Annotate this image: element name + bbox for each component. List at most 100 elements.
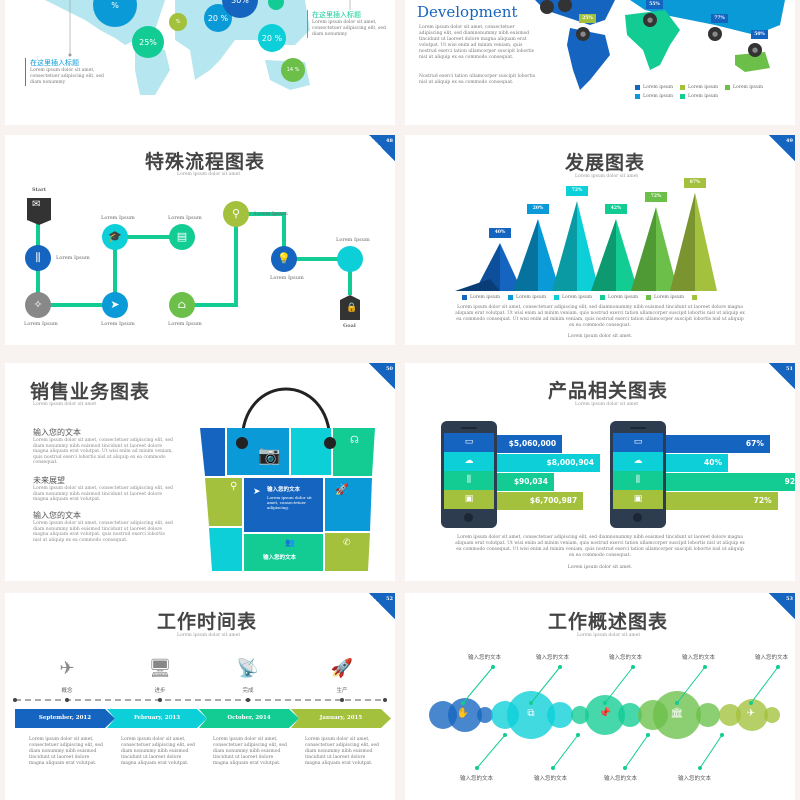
- slide-development-map[interactable]: Development Lorem ipsum dolor sit amet, …: [405, 0, 795, 125]
- cloud-icon: [540, 0, 554, 14]
- shopping-bag-puzzle: 📷: [200, 387, 375, 571]
- connector-dot: [551, 766, 555, 770]
- legend-swatch: [680, 85, 685, 90]
- flow-node[interactable]: ➤: [102, 292, 128, 318]
- legend-label: Lorem ipsum: [733, 85, 764, 90]
- legend-label: Lorem ipsum: [688, 85, 719, 90]
- bag-center-body: Lorem ipsum dolor sit amet, consectetuer…: [267, 495, 312, 510]
- pyramid-left-face: [670, 192, 695, 291]
- connector-dot: [675, 701, 679, 705]
- overview-bubble: [736, 699, 768, 731]
- legend-swatch: [692, 295, 697, 300]
- text-block-heading: 输入您的文本: [33, 428, 81, 437]
- legend-item: Lorem ipsum: [554, 295, 592, 300]
- phone-mockup: ▭☁⫼▣: [441, 421, 497, 528]
- text-block-body: Lorem ipsum dolor sit amet, consectetuer…: [33, 521, 173, 543]
- slide-work-overview[interactable]: 53 工作概述图表 Lorem ipsum dolor sit amet ✋⧉📌…: [405, 593, 795, 800]
- overview-bubble: [507, 691, 555, 739]
- stage-label: 生产: [336, 688, 348, 694]
- percentage-tag: 50%: [751, 30, 768, 39]
- broom-icon: ✧: [33, 298, 43, 311]
- stage-label: 进步: [154, 688, 166, 694]
- legend-swatch: [646, 295, 651, 300]
- lightbulb-icon: 💡: [277, 252, 291, 265]
- connector-dot: [776, 665, 780, 669]
- phone-screen: ▭☁⫼▣: [613, 433, 663, 509]
- date-arrow[interactable]: February, 2013: [107, 709, 207, 728]
- flow-node[interactable]: ▤: [169, 224, 195, 250]
- envelope-icon: ✉: [32, 199, 41, 210]
- bottom-label: 输入您的文本: [460, 776, 494, 782]
- monitor-icon: ▭: [613, 433, 663, 452]
- phone-icon: ✆: [343, 538, 351, 548]
- slide-title: 工作时间表: [157, 611, 258, 633]
- timeline-dot: [246, 698, 250, 702]
- graduation-cap-icon: 🎓: [108, 230, 122, 243]
- legend-label: Lorem ipsum: [516, 295, 547, 300]
- callout-left: 在这里插入标题 Lorem ipsum dolor sit amet, cons…: [25, 58, 105, 86]
- connector-dot: [603, 701, 607, 705]
- slide-development-chart[interactable]: 49 发展图表 Lorem ipsum dolor sit amet 40%20…: [405, 135, 795, 345]
- page-number-tab: 51: [769, 363, 795, 389]
- page-number: 52: [386, 596, 393, 602]
- monitor-icon: ▭: [444, 433, 494, 452]
- overview-bubble: [618, 703, 642, 727]
- flow-node[interactable]: ⚲: [223, 201, 249, 227]
- slide-sales-chart[interactable]: 50 销售业务图表 Lorem ipsum dolor sit amet 输入您…: [5, 363, 395, 581]
- flow-node[interactable]: 🎓: [102, 224, 128, 250]
- flow-node[interactable]: ⌂: [169, 292, 195, 318]
- timeline-dot: [158, 698, 162, 702]
- legend-swatch: [635, 85, 640, 90]
- legend-label: Lorem ipsum: [608, 295, 639, 300]
- legend-item: Lorem ipsum: [600, 295, 638, 300]
- connector-dot: [703, 665, 707, 669]
- sliders-icon: ⫼: [35, 251, 41, 264]
- pyramid-left-face: [552, 201, 577, 291]
- date-arrow[interactable]: September, 2012: [15, 709, 115, 728]
- date-arrow[interactable]: October, 2014: [199, 709, 299, 728]
- cloud-icon: ☁: [613, 452, 663, 471]
- top-label: 输入您的文本: [609, 655, 643, 661]
- legend-item: Lorem ipsum: [680, 85, 718, 90]
- stage-body: Lorem ipsum dolor sit amet, consectetuer…: [29, 737, 103, 766]
- usb-icon: ⚲: [230, 481, 238, 492]
- callout-right: 在这里插入标题 Lorem ipsum dolor sit amet, cons…: [307, 10, 387, 38]
- legend-swatch: [725, 85, 730, 90]
- slide-world-map-bubbles[interactable]: %25%%20 %30%20 %14 % 在这里插入标题 Lorem ipsum…: [5, 0, 395, 125]
- connector-line: [624, 734, 649, 769]
- top-label: 输入您的文本: [682, 655, 716, 661]
- connector-dot: [720, 733, 724, 737]
- node-label: Lorem Ipsum: [270, 275, 304, 281]
- slide-subtitle: Lorem ipsum dolor sit amet: [177, 633, 241, 638]
- text-block-body: Lorem ipsum dolor sit amet, consectetuer…: [33, 486, 173, 502]
- chat-icon: ●: [708, 27, 722, 41]
- pin-icon: 📌: [598, 708, 612, 719]
- percentage-bubble: 25%: [132, 26, 164, 58]
- flow-node[interactable]: [337, 246, 363, 272]
- slide-special-flow[interactable]: 48 特殊流程图表 Lorem ipsum dolor sit amet Sta…: [5, 135, 395, 345]
- body-text: Lorem ipsum dolor sit amet, consectetuer…: [455, 305, 745, 328]
- legend-item: Lorem ipsum: [725, 85, 763, 90]
- paper-plane-icon: ➤: [110, 298, 120, 311]
- slide-product-chart[interactable]: 51 产品相关图表 Lorem ipsum dolor sit amet ▭☁⫼…: [405, 363, 795, 581]
- date-arrow[interactable]: January, 2015: [291, 709, 391, 728]
- connector-dot: [461, 701, 465, 705]
- dashed-timeline: [13, 698, 387, 702]
- percentage-tag: 77%: [711, 14, 728, 23]
- document-icon: ●: [643, 13, 657, 27]
- flow-node[interactable]: ✧: [25, 292, 51, 318]
- page-number: 48: [386, 138, 393, 144]
- flow-node[interactable]: ⫼: [25, 245, 51, 271]
- connector-line: [604, 666, 634, 704]
- value-label: 40%: [489, 228, 511, 238]
- star-icon: ●: [576, 27, 590, 41]
- slide-subtitle: Lorem ipsum dolor sit amet: [575, 402, 639, 407]
- timeline-dot: [340, 698, 344, 702]
- legend-item: Lorem ipsum: [462, 295, 500, 300]
- page-number: 49: [786, 138, 793, 144]
- slide-subtitle: Lorem ipsum dolor sit amet: [33, 402, 97, 407]
- flow-node[interactable]: 💡: [271, 246, 297, 272]
